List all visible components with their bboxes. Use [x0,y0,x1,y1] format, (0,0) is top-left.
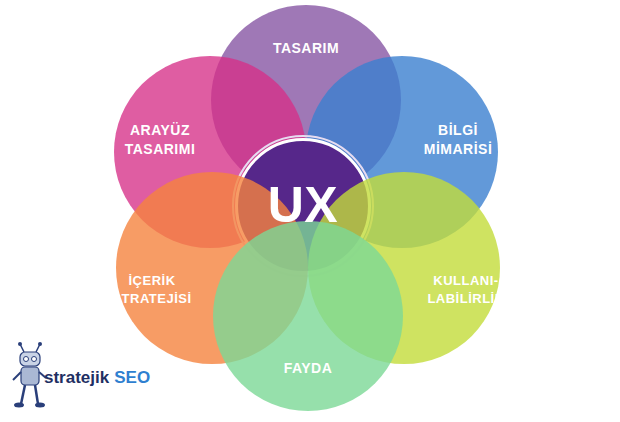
center-title: UX [248,172,358,240]
circle-label: TASARIM [246,39,366,58]
robot-figure [13,342,46,408]
circle-label: ARAYÜZ TASARIMI [105,121,215,159]
circle-label: KULLANI- LABİLİRLİK [411,272,521,307]
logo-text: SEO [114,368,150,388]
circle-fill [213,221,403,411]
circle-label: BİLGİ MİMARİSİ [403,121,513,159]
venn-circle: FAYDA [213,221,403,411]
circle-label: İÇERİK STRATEJİSİ [92,272,212,307]
logo-text: stratejik [44,368,109,388]
circle-shape [213,221,403,411]
circle-label: FAYDA [253,359,363,378]
